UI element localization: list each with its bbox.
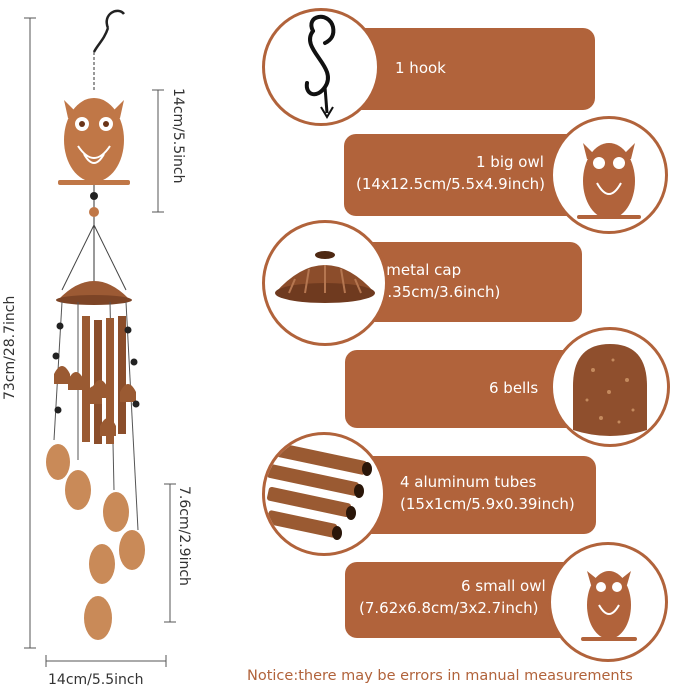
part-tubes-image	[262, 432, 386, 556]
metal-cap-icon	[275, 251, 375, 303]
notice-text: Notice:there may be errors in manual mea…	[247, 668, 633, 684]
part-big-owl-name: 1 big owl	[476, 153, 544, 171]
part-hook-image	[262, 8, 380, 126]
owl-height-label: 14cm/5.5inch	[170, 88, 186, 184]
part-metal-cap-box: 1 metal cap (9.35cm/3.6inch)	[334, 242, 582, 322]
part-tubes-name: 4 aluminum tubes	[400, 473, 537, 491]
part-small-owl-name: 6 small owl	[461, 577, 546, 595]
part-bells-name: 6 bells	[489, 379, 539, 397]
part-big-owl-image	[550, 116, 668, 234]
part-big-owl-box: 1 big owl (14x12.5cm/5.5x4.9inch)	[344, 134, 596, 216]
part-bells-image	[550, 327, 670, 447]
small-owl-height-label: 7.6cm/2.9inch	[176, 486, 192, 586]
part-big-owl-size: (14x12.5cm/5.5x4.9inch)	[356, 175, 545, 193]
part-metal-cap-image	[262, 220, 388, 346]
total-height-label: 73cm/28.7inch	[2, 295, 18, 400]
part-small-owl-image	[548, 542, 668, 662]
hook-icon	[304, 15, 336, 119]
bell-icon	[573, 344, 647, 436]
small-owl-icon	[581, 571, 637, 641]
tubes-icon	[266, 441, 372, 540]
wind-chime-graphic	[24, 9, 176, 667]
width-label: 14cm/5.5inch	[48, 672, 144, 688]
big-owl-shape	[58, 98, 130, 185]
part-metal-cap-name: 1 metal cap	[372, 261, 462, 279]
part-hook-name: 1 hook	[395, 59, 446, 77]
part-tubes-size: (15x1cm/5.9x0.39inch)	[400, 495, 575, 513]
part-metal-cap-size: (9.35cm/3.6inch)	[372, 283, 501, 301]
part-small-owl-size: (7.62x6.8cm/3x2.7inch)	[359, 599, 539, 617]
owl-icon	[577, 143, 641, 219]
product-illustration	[20, 0, 240, 693]
